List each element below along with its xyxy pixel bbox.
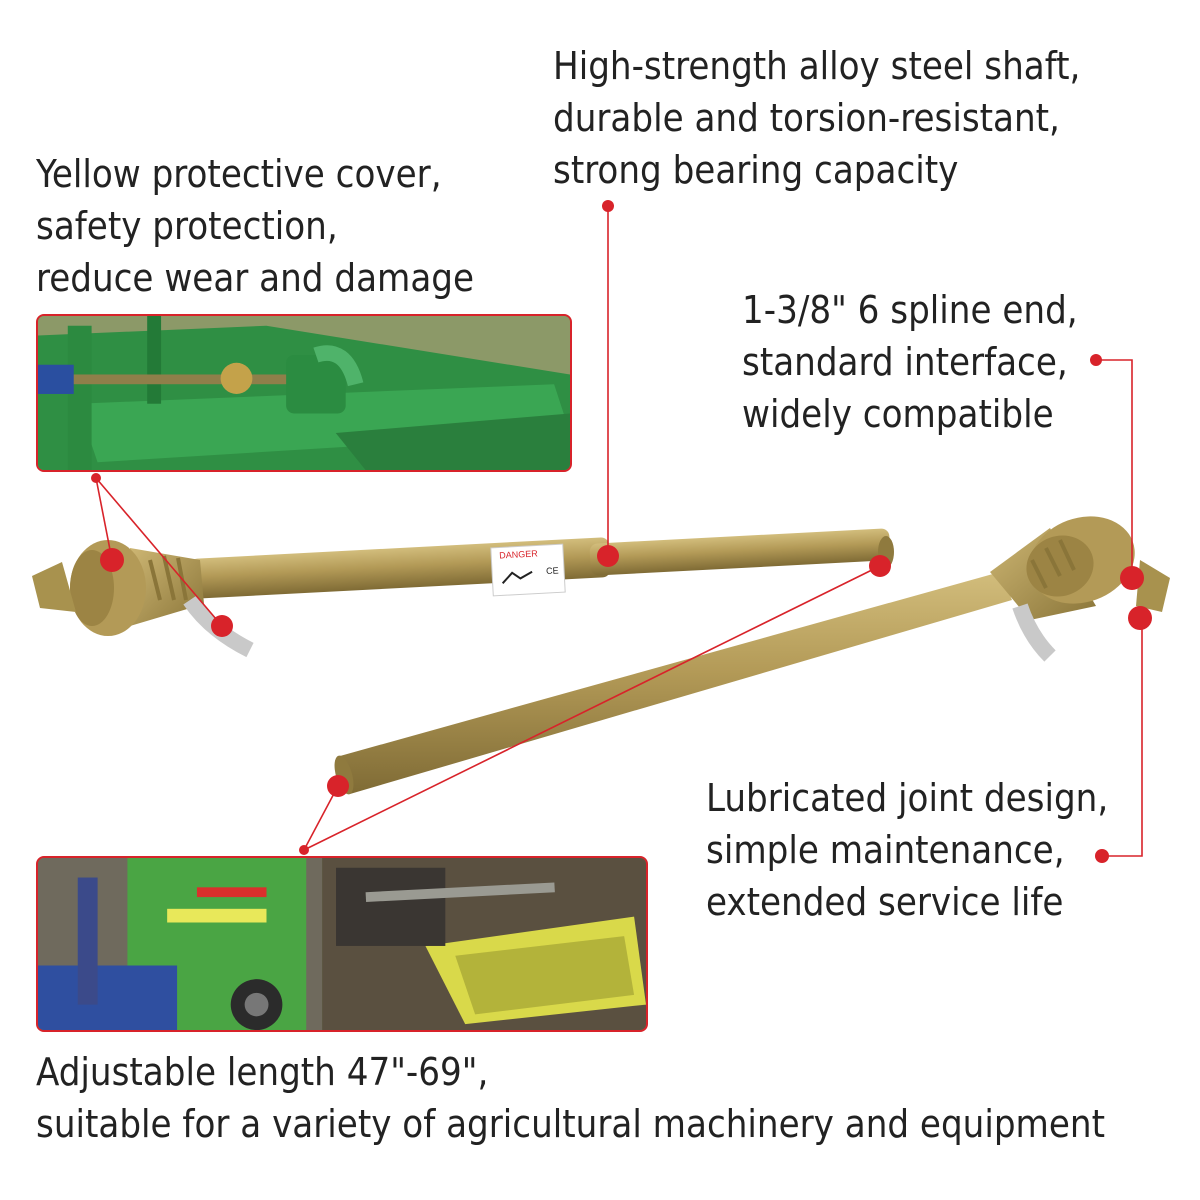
implement-photo-art bbox=[38, 316, 570, 470]
joint-caption-line-3: extended service life bbox=[706, 880, 1064, 924]
implement-photo bbox=[36, 314, 572, 472]
warning-label bbox=[490, 543, 566, 597]
left-shield-cone bbox=[130, 548, 204, 626]
application-photos-art bbox=[38, 858, 646, 1030]
adjustable-length-caption: Adjustable length 47"-69", suitable for … bbox=[36, 1046, 1105, 1150]
length-caption-line-1: Adjustable length 47"-69", bbox=[36, 1050, 489, 1094]
joint-caption-line-1: Lubricated joint design, bbox=[706, 776, 1109, 820]
lubricated-joint-caption: Lubricated joint design, simple maintena… bbox=[706, 772, 1108, 928]
spline-callout-origin-dot bbox=[1090, 354, 1102, 366]
cover-callout-origin-dot bbox=[91, 473, 101, 483]
left-yoke-cover bbox=[70, 540, 146, 636]
protective-cover-caption: Yellow protective cover, safety protecti… bbox=[36, 148, 474, 304]
upper-shaft-half: DANGER CE bbox=[32, 528, 894, 658]
steel-shaft-caption: High-strength alloy steel shaft, durable… bbox=[553, 40, 1080, 196]
cover-callout-dot-right bbox=[211, 615, 233, 637]
steel-callout-dot bbox=[597, 545, 619, 567]
left-safety-chain bbox=[183, 595, 254, 658]
spline-callout-dot bbox=[1120, 566, 1144, 590]
spline-end-caption: 1-3/8" 6 spline end, standard interface,… bbox=[742, 284, 1078, 440]
length-caption-line-2: suitable for a variety of agricultural m… bbox=[36, 1102, 1105, 1146]
spline-caption-line-2: standard interface, bbox=[742, 340, 1068, 384]
warning-label-text: DANGER bbox=[499, 548, 538, 560]
joint-caption-line-2: simple maintenance, bbox=[706, 828, 1065, 872]
cover-caption-line-3: reduce wear and damage bbox=[36, 256, 475, 300]
right-safety-chain bbox=[1012, 603, 1056, 662]
right-yoke bbox=[1136, 560, 1170, 612]
length-callout-dot-upper bbox=[869, 555, 891, 577]
steel-caption-line-3: strong bearing capacity bbox=[553, 148, 959, 192]
right-yoke-cover bbox=[1029, 516, 1135, 604]
ce-mark: CE bbox=[546, 565, 559, 576]
left-yoke bbox=[32, 562, 76, 612]
steel-caption-line-2: durable and torsion-resistant, bbox=[553, 96, 1060, 140]
length-callout-dot-lower bbox=[327, 775, 349, 797]
cover-caption-line-1: Yellow protective cover, bbox=[36, 152, 442, 196]
steel-caption-line-1: High-strength alloy steel shaft, bbox=[553, 44, 1081, 88]
joint-callout-dot bbox=[1128, 606, 1152, 630]
spline-caption-line-1: 1-3/8" 6 spline end, bbox=[742, 288, 1078, 332]
cover-caption-line-2: safety protection, bbox=[36, 204, 338, 248]
spline-caption-line-3: widely compatible bbox=[742, 392, 1054, 436]
steel-callout-origin-dot bbox=[602, 200, 614, 212]
application-photos bbox=[36, 856, 648, 1032]
cover-callout-dot-left bbox=[100, 548, 124, 572]
right-shield-cone bbox=[990, 528, 1096, 620]
lower-shaft-half bbox=[334, 516, 1170, 795]
length-callout-origin-dot bbox=[299, 845, 309, 855]
